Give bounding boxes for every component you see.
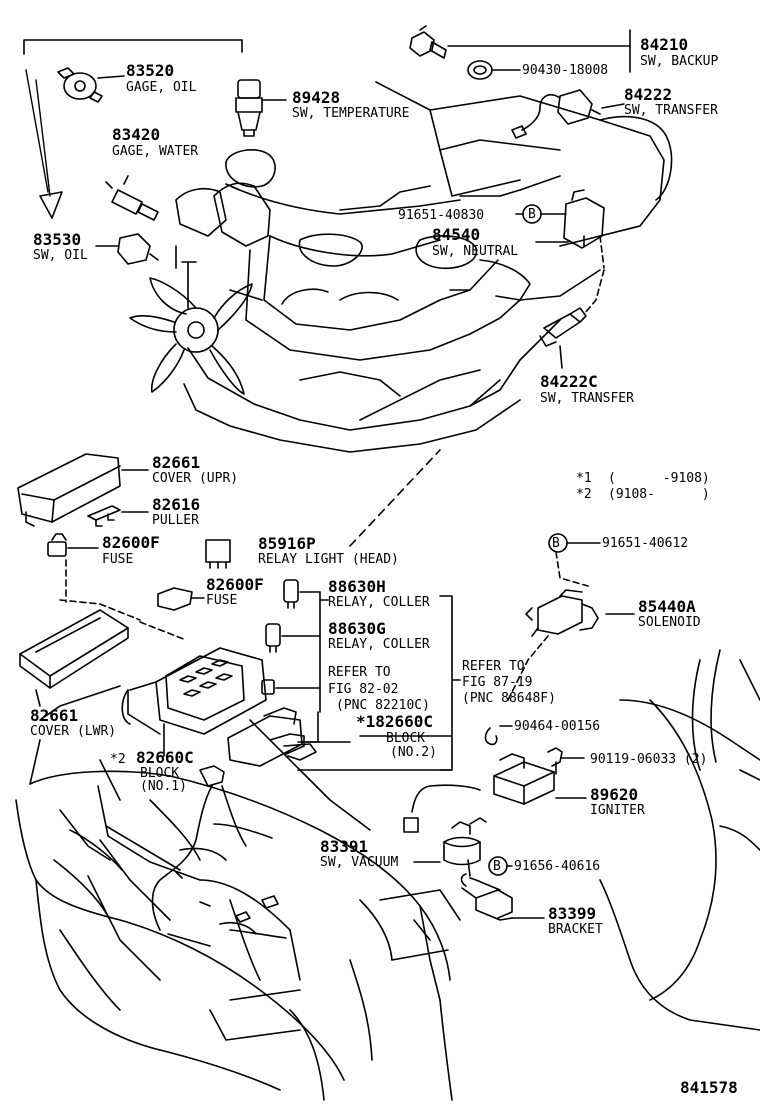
label-91651-40830: 91651-40830 [398, 208, 485, 223]
label-91656-40616: 91656-40616 [514, 859, 601, 874]
label-90119-06033: 90119-06033 (2) [590, 752, 708, 767]
ref-8719-line1: REFER TO [462, 659, 525, 674]
relay-head [205, 449, 441, 569]
igniter-assembly [403, 725, 587, 833]
label-89428-number: 89428 [292, 88, 341, 107]
fender-right [599, 649, 760, 1031]
label-83530-name: SW, OIL [33, 248, 88, 263]
fuse-small-1 [47, 533, 99, 557]
label-82600f-2-number: 82600F [206, 575, 264, 594]
reference-brackets [297, 595, 461, 771]
label-83520-number: 83520 [126, 61, 175, 80]
legend-v1-range: ( -9108) [608, 471, 710, 486]
cooling-fan [129, 245, 253, 395]
cover-upper [17, 453, 149, 527]
neutral-switch [515, 189, 605, 249]
label-91651-40612: 91651-40612 [602, 536, 689, 551]
label-89620-name: IGNITER [590, 803, 645, 818]
ref-8719-line3: (PNC 88648F) [462, 691, 556, 706]
label-82660c-no1-name2: (NO.1) [140, 779, 187, 794]
label-83391-name: SW, VACUUM [320, 855, 399, 870]
label-84222c-number: 84222C [540, 372, 598, 391]
label-83520-name: GAGE, OIL [126, 80, 197, 95]
label-84222c-name: SW, TRANSFER [540, 391, 634, 406]
backup-switch [409, 25, 631, 80]
label-82600f-2-name: FUSE [206, 593, 238, 608]
label-88630g-number: 88630G [328, 619, 386, 638]
label-83391-number: 83391 [320, 837, 369, 856]
label-88630h-number: 88630H [328, 577, 386, 596]
ref-8202-line3: (PNC 82210C) [336, 698, 430, 713]
label-84540-name: SW, NEUTRAL [432, 244, 519, 259]
relays [261, 579, 329, 713]
label-82660c-no2-name1: BLOCK [386, 731, 426, 746]
label-84540-number: 84540 [432, 225, 481, 244]
label-82600f-1-number: 82600F [102, 533, 160, 552]
label-90464-00156: 90464-00156 [514, 719, 601, 734]
block-no2 [227, 707, 351, 767]
label-82661-lower-number: 82661 [30, 706, 79, 725]
label-83530-number: 83530 [33, 230, 82, 249]
label-84210-name: SW, BACKUP [640, 54, 719, 69]
label-90430-18008: 90430-18008 [522, 63, 609, 78]
callout-b-2: B [552, 536, 560, 551]
solenoid [507, 533, 635, 701]
oil-gage-sender [57, 67, 125, 103]
label-82616-name: PULLER [152, 513, 199, 528]
transmission-outline [429, 95, 673, 361]
group-bracket [23, 39, 243, 219]
bracket [460, 856, 545, 921]
label-88630h-name: RELAY, COLLER [328, 595, 430, 610]
label-82616-number: 82616 [152, 495, 201, 514]
label-82660c-no2-name2: (NO.2) [390, 745, 437, 760]
puller [87, 505, 149, 527]
oil-switch [95, 233, 159, 265]
label-89428-name: SW, TEMPERATURE [292, 106, 410, 121]
label-89620-number: 89620 [590, 785, 639, 804]
ref-8719-line2: FIG 87-19 [462, 675, 533, 690]
vehicle-front [15, 685, 461, 1101]
label-82660c-no1-prefix: *2 [110, 752, 126, 767]
fuse-block-wiring [151, 765, 287, 947]
legend-v1-marker: *1 [576, 471, 592, 486]
label-82661-upper-name: COVER (UPR) [152, 471, 239, 486]
figure-number: 841578 [680, 1078, 738, 1097]
temperature-switch [235, 79, 287, 137]
fuse-small-2 [157, 587, 205, 611]
label-84222-name: SW, TRANSFER [624, 103, 718, 118]
legend-v2-range: (9108- ) [608, 487, 710, 502]
label-85916p-number: 85916P [258, 534, 316, 553]
block-no1 [121, 621, 267, 757]
vacuum-switch [413, 817, 487, 877]
label-84222-number: 84222 [624, 85, 673, 104]
cover-lower [19, 559, 141, 707]
water-gage-sender [105, 175, 159, 221]
legend-v2-marker: *2 [576, 487, 592, 502]
transfer-switch-wired [511, 89, 625, 139]
label-85440a-number: 85440A [638, 597, 696, 616]
label-82661-lower-name: COVER (LWR) [30, 724, 117, 739]
label-82600f-1-name: FUSE [102, 552, 134, 567]
label-85440a-name: SOLENOID [638, 615, 701, 630]
callout-b-3: B [493, 859, 501, 874]
ref-8202-line1: REFER TO [328, 665, 391, 680]
label-82661-upper-number: 82661 [152, 453, 201, 472]
engine-outline [175, 81, 561, 453]
transfer-switch-c [539, 269, 605, 369]
label-82660c-no1-number: 82660C [136, 748, 194, 767]
label-83399-number: 83399 [548, 904, 597, 923]
label-88630g-name: RELAY, COLLER [328, 637, 430, 652]
label-85916p-name: RELAY LIGHT (HEAD) [258, 552, 399, 567]
label-82660c-no2-number: *182660C [356, 712, 434, 731]
label-83420-name: GAGE, WATER [112, 144, 199, 159]
label-83420-number: 83420 [112, 125, 161, 144]
label-82660c-no1-name1: BLOCK [140, 766, 180, 781]
label-83399-name: BRACKET [548, 922, 603, 937]
label-84210-number: 84210 [640, 35, 689, 54]
ref-8202-line2: FIG 82-02 [328, 682, 399, 697]
callout-b-1: B [528, 207, 536, 222]
